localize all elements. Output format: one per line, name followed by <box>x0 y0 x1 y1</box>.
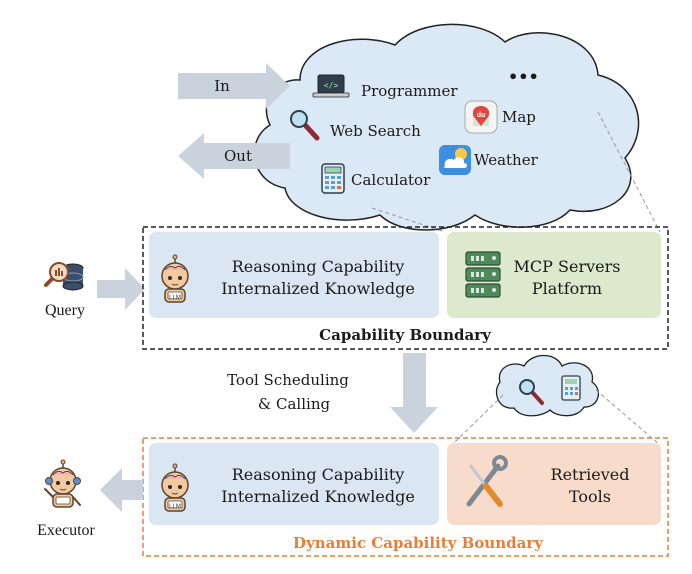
more-tools-ellipsis: ••• <box>508 67 539 86</box>
cloud-shape <box>253 23 640 231</box>
map-badge-text: du <box>477 112 486 119</box>
retrieved-cloud <box>495 354 600 417</box>
mcp-line2: Platform <box>532 279 602 298</box>
svg-text:</>: </> <box>324 81 339 90</box>
llm-robot-icon: LLM <box>161 254 189 303</box>
out-arrow: Out <box>178 133 290 179</box>
scheduling-line2: & Calling <box>258 395 331 413</box>
calculator-icon <box>321 163 345 194</box>
wrench-screwdriver-icon <box>466 455 508 507</box>
in-arrow: In <box>178 63 290 109</box>
executor-robot-icon <box>44 459 81 508</box>
small-magnifier-icon <box>519 379 544 405</box>
executor-label: Executor <box>37 522 95 539</box>
reasoning-line2: Internalized Knowledge <box>221 279 415 298</box>
capability-boundary-title: Capability Boundary <box>319 326 492 344</box>
magnifier-icon <box>290 110 320 141</box>
reasoning-line1: Reasoning Capability <box>232 257 405 276</box>
query-arrow <box>97 268 145 310</box>
small-cloud-shape <box>495 354 600 417</box>
web-search-tool: Web Search <box>290 110 421 141</box>
programmer-tool: </> Programmer <box>312 74 458 100</box>
map-icon: du <box>464 100 498 134</box>
cloud-connector-left <box>371 207 446 233</box>
query-label: Query <box>45 302 85 319</box>
calculator-label: Calculator <box>351 171 431 189</box>
map-tool: du Map <box>464 100 536 134</box>
dynamic-reasoning-box <box>149 443 439 525</box>
scheduling-arrow <box>390 353 438 433</box>
retrieved-line2: Tools <box>569 487 611 506</box>
calculator-tool: Calculator <box>321 163 431 194</box>
dynamic-llm-robot-icon: LLM <box>161 463 189 512</box>
dynamic-reasoning-line1: Reasoning Capability <box>232 465 405 484</box>
laptop-icon: </> <box>312 74 350 98</box>
capability-boundary-frame <box>142 226 669 350</box>
query-group: Query <box>44 262 85 319</box>
reasoning-box <box>149 232 439 318</box>
llm-badge-text: LLM <box>169 295 181 301</box>
map-label: Map <box>502 108 536 126</box>
retrieved-tools-box <box>447 443 661 525</box>
weather-tool: Weather <box>439 145 539 175</box>
dynamic-llm-badge-text: LLM <box>169 504 181 510</box>
dynamic-capability-boundary: LLM Reasoning Capability Internalized Kn… <box>142 437 669 557</box>
retrieved-connector-right <box>595 389 661 446</box>
query-database-icon <box>44 262 84 291</box>
weather-icon <box>439 145 471 175</box>
dynamic-reasoning-line2: Internalized Knowledge <box>221 487 415 506</box>
small-calculator-icon <box>561 375 581 401</box>
retrieved-line1: Retrieved <box>551 465 630 484</box>
server-icon <box>465 251 501 298</box>
retrieved-connector-left <box>451 394 504 446</box>
out-label: Out <box>224 147 252 165</box>
weather-label: Weather <box>474 151 539 169</box>
mcp-line1: MCP Servers <box>514 257 621 276</box>
capability-boundary: LLM Reasoning Capability Internalized Kn… <box>142 226 669 350</box>
cloud-connector-right <box>597 111 661 233</box>
in-label: In <box>214 77 230 95</box>
executor-arrow <box>100 468 143 512</box>
web-search-label: Web Search <box>330 122 421 140</box>
tool-cloud <box>253 23 640 231</box>
programmer-label: Programmer <box>361 82 458 100</box>
scheduling-line1: Tool Scheduling <box>227 371 349 389</box>
dynamic-boundary-title: Dynamic Capability Boundary <box>293 534 544 552</box>
